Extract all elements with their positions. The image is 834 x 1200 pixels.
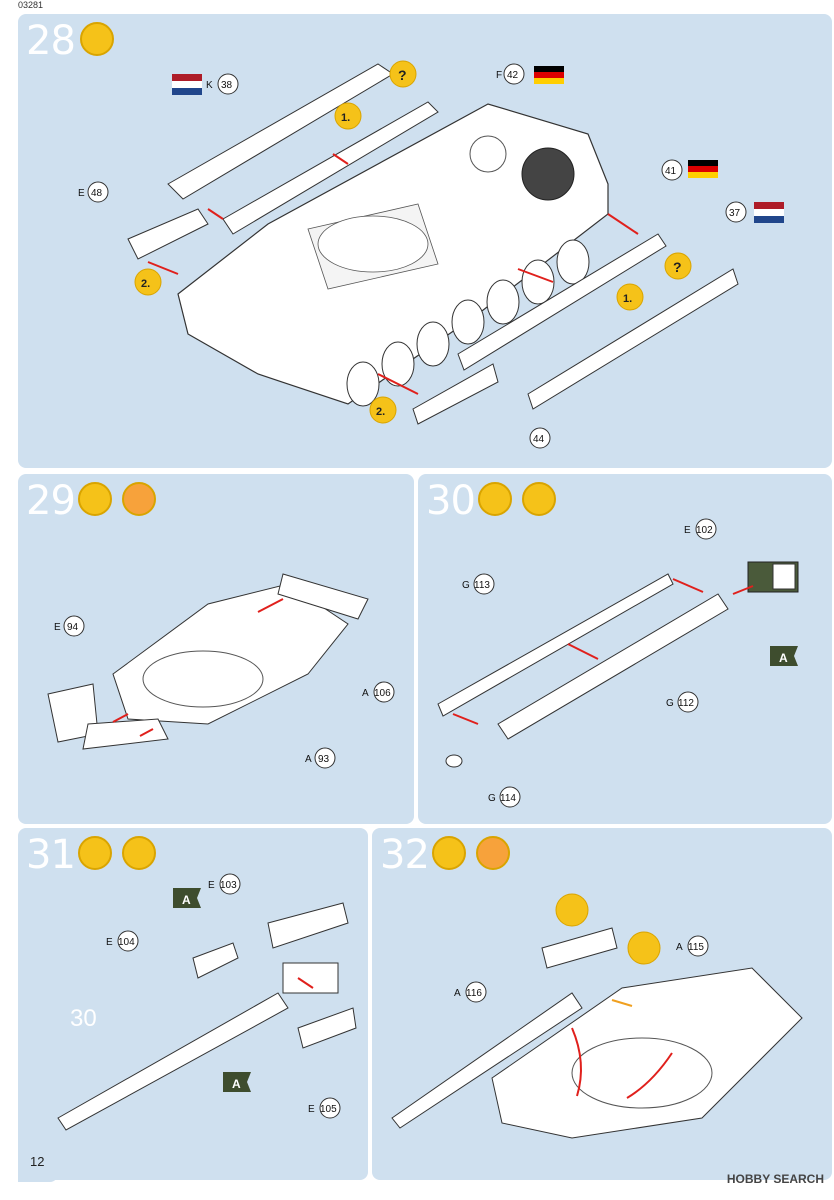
step-29-diagram: 94 106 93 E A A <box>47 573 395 769</box>
sprue-letter-a: A <box>454 988 461 999</box>
paint-brush-icon <box>122 836 156 870</box>
glue-icon <box>78 836 112 870</box>
label-g112: 112 <box>678 698 694 709</box>
label-g114: 114 <box>500 793 516 804</box>
sprue-letter-e: E <box>684 525 691 536</box>
paint-a-flag-icon <box>223 1072 251 1092</box>
document-id: 03281 <box>18 0 44 10</box>
paint-brush-icon <box>522 482 556 516</box>
paint-code: A <box>182 893 191 907</box>
label-e44: 44 <box>533 434 545 445</box>
sprue-letter-a: A <box>305 754 312 765</box>
label-a115: 115 <box>688 942 704 953</box>
netherlands-flag-icon <box>172 74 202 95</box>
clock-icon <box>122 482 156 516</box>
step-number: 31 <box>26 832 76 878</box>
sprue-letter-g: G <box>462 580 470 591</box>
step-reference: 30 <box>70 1005 97 1032</box>
label-k37: 37 <box>729 208 741 219</box>
step-number: 28 <box>26 18 76 64</box>
step-28-diagram: 38 42 41 37 48 44 K F E 1. 2. 1. 2. ? <box>78 60 784 449</box>
question-badge: ? <box>673 259 682 275</box>
label-a106: 106 <box>374 688 391 699</box>
glue-icon <box>478 482 512 516</box>
paint-a-flag-icon <box>173 888 201 908</box>
label-a93: 93 <box>318 754 330 765</box>
step-29-panel: 29 94 106 93 E A A <box>18 474 414 824</box>
label-e103: 103 <box>220 880 237 891</box>
step-31-diagram: 103 104 105 E E E 30 A A <box>57 873 357 1131</box>
sprue-letter-e: E <box>308 1104 315 1115</box>
germany-flag-icon <box>534 66 564 84</box>
page-number-tab: 12 <box>18 1144 58 1182</box>
step-31-panel: 31 103 104 105 E E E 30 A A <box>18 828 368 1180</box>
glue-icon <box>78 482 112 516</box>
sprue-letter-e: E <box>54 622 61 633</box>
paint-code: A <box>232 1077 241 1091</box>
sprue-letter-a: A <box>676 942 683 953</box>
step-28-panel: 28 38 <box>18 14 832 468</box>
label-f41: 41 <box>665 166 677 177</box>
label-e48: 48 <box>91 188 103 199</box>
sprue-letter-g: G <box>666 698 674 709</box>
germany-flag-icon <box>688 160 718 178</box>
no-glue-icon <box>627 931 661 965</box>
step-number: 30 <box>426 478 476 524</box>
clock-icon <box>476 836 510 870</box>
step-number: 32 <box>380 832 430 878</box>
sprue-letter-f: F <box>496 70 502 81</box>
page-number: 12 <box>30 1154 45 1169</box>
question-badge: ? <box>398 67 407 83</box>
step-30-panel: 30 102 113 112 114 E G G G A <box>418 474 832 824</box>
step-number: 29 <box>26 478 76 524</box>
label-g113: 113 <box>474 580 490 591</box>
netherlands-flag-icon <box>754 202 784 223</box>
no-glue-icon <box>555 893 589 927</box>
step-32-panel: 32 115 116 A A <box>372 828 832 1180</box>
glue-icon <box>80 22 114 56</box>
sprue-letter-e: E <box>78 188 85 199</box>
label-a116: 116 <box>466 988 482 999</box>
step-30-diagram: 102 113 112 114 E G G G A <box>437 518 799 808</box>
option-badge-2: 2. <box>141 278 150 290</box>
sprue-letter-a: A <box>362 688 369 699</box>
label-e102: 102 <box>696 525 713 536</box>
option-badge-1: 1. <box>341 112 350 124</box>
label-e105: 105 <box>320 1104 337 1115</box>
sprue-letter-e: E <box>106 937 113 948</box>
option-badge-1: 1. <box>623 293 632 305</box>
label-k38: 38 <box>221 80 233 91</box>
label-e104: 104 <box>118 937 135 948</box>
label-e94: 94 <box>67 622 79 633</box>
step-32-diagram: 115 116 A A <box>391 893 803 1139</box>
sprue-letter-g: G <box>488 793 496 804</box>
watermark: HOBBY SEARCH <box>726 1172 824 1186</box>
option-badge-2: 2. <box>376 406 385 418</box>
paint-a-flag-icon <box>770 646 798 666</box>
glue-icon <box>432 836 466 870</box>
sprue-letter-e: E <box>208 880 215 891</box>
label-f42: 42 <box>507 70 519 81</box>
paint-code: A <box>779 651 788 665</box>
sprue-letter-k: K <box>206 80 213 91</box>
